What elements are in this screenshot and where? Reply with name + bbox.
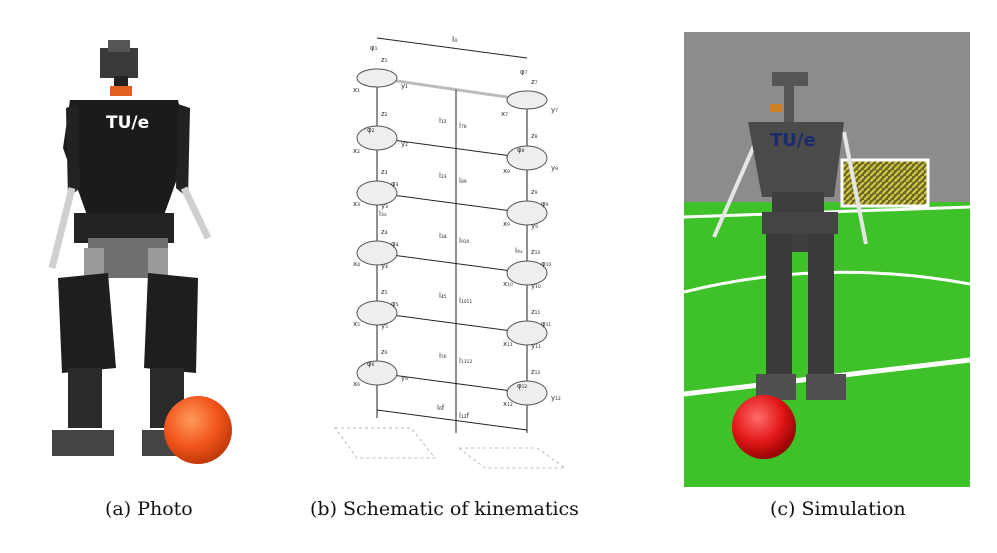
frame-label: y₈ <box>551 164 558 172</box>
frame-label: φ₁₂ <box>517 382 527 390</box>
joint-cylinder <box>356 240 398 266</box>
caption-b: (b) Schematic of kinematics <box>310 498 579 520</box>
frame-label: z₁₀ <box>531 248 540 256</box>
offset-label: l₃ₓ <box>379 210 387 218</box>
robot-photo: TU/e <box>48 40 232 464</box>
frame-label: z₈ <box>531 132 538 140</box>
frame-label: x₈ <box>503 167 510 175</box>
frame-label: φ₁₀ <box>541 260 551 268</box>
frame-label: x₁₁ <box>503 340 513 348</box>
joint-cylinder <box>356 68 398 88</box>
joint-cylinder <box>356 125 398 151</box>
frame-label: φ₈ <box>517 146 525 154</box>
frame-label: y₃ <box>381 202 388 210</box>
frame-label: φ₆ <box>367 360 375 368</box>
link-label: l₉₁₀ <box>459 237 470 245</box>
frame-label: φ₉ <box>541 200 549 208</box>
frame-label: z₃ <box>381 168 388 176</box>
link-label: l₅₆ <box>439 352 447 360</box>
link-label: l₂₃ <box>439 172 447 180</box>
joint-cylinder <box>506 380 548 406</box>
frame-label: y₆ <box>401 374 408 382</box>
joint-cylinder <box>506 260 548 286</box>
frame-label: y₁₂ <box>551 394 561 402</box>
simulation-render: TU/e <box>683 32 971 487</box>
link-label: l₄₅ <box>439 292 447 300</box>
frame-label: z₅ <box>381 288 388 296</box>
panel-schematic: l₀ x₁ y₁ z₁ φ₁ z₂ x₂ y₂ φ₂ z₃ x₃ y₃ φ₃ z… <box>315 28 597 480</box>
dimension-line <box>376 37 528 59</box>
frame-label: x₇ <box>501 110 508 118</box>
frame-label: z₁ <box>381 56 388 64</box>
caption-a: (a) Photo <box>105 498 193 520</box>
frame-label: y₉ <box>531 222 538 230</box>
joint-cylinder <box>506 145 548 171</box>
link-label: l₆f <box>437 404 445 412</box>
frame-label: z₉ <box>531 188 538 196</box>
frame-label: x₁₀ <box>503 280 513 288</box>
panel-photo: TU/e <box>38 38 253 465</box>
link-label: l₁₁₁₂ <box>459 357 472 365</box>
link-label: l₇₈ <box>459 122 467 130</box>
frame-label: y₁₁ <box>531 342 541 350</box>
frame-label: z₇ <box>531 78 538 86</box>
frame-label: y₇ <box>551 106 558 114</box>
joint-cylinder <box>506 90 548 110</box>
kinematics-schematic: l₀ x₁ y₁ z₁ φ₁ z₂ x₂ y₂ φ₂ z₃ x₃ y₃ φ₃ z… <box>334 35 567 469</box>
frame-label: y₄ <box>381 262 388 270</box>
joint-cylinder <box>356 180 398 206</box>
link-label: l₈₉ <box>459 177 467 185</box>
joint-cylinder <box>506 200 548 226</box>
panel-simulation: TU/e <box>683 32 971 487</box>
frame-label: y₁₀ <box>531 282 541 290</box>
frame-label: x₉ <box>503 220 510 228</box>
frame-label: x₆ <box>353 380 360 388</box>
frame-label: x₂ <box>353 147 360 155</box>
frame-label: φ₂ <box>367 126 375 134</box>
joint-cylinder <box>506 320 548 346</box>
frame-label: φ₅ <box>391 300 399 308</box>
tue-logo-photo: TU/e <box>106 113 149 133</box>
frame-label: y₂ <box>401 140 408 148</box>
frame-label: z₁₁ <box>531 308 540 316</box>
frame-label: φ₃ <box>391 180 399 188</box>
joint-cylinder <box>356 360 398 386</box>
frame-label: φ₁₁ <box>541 320 551 328</box>
frame-label: z₆ <box>381 348 388 356</box>
label-l0: l₀ <box>452 35 457 44</box>
frame-label: z₄ <box>381 228 388 236</box>
frame-label: x₁₂ <box>503 400 513 408</box>
link-label: l₁₂ <box>439 117 447 125</box>
frame-label: x₄ <box>353 260 360 268</box>
frame-label: φ₇ <box>520 68 528 76</box>
frame-label: x₁ <box>353 86 360 94</box>
caption-c: (c) Simulation <box>770 498 906 520</box>
link-label: l₁₂f <box>459 412 470 420</box>
joint-cylinder <box>356 300 398 326</box>
frame-label: z₁₂ <box>531 368 540 376</box>
frame-label: x₃ <box>353 200 360 208</box>
offset-label: l₉ₓ <box>515 247 523 255</box>
frame-label: φ₁ <box>370 44 378 52</box>
frame-label: z₂ <box>381 110 388 118</box>
frame-label: y₁ <box>401 82 408 90</box>
frame-label: φ₄ <box>391 240 399 248</box>
tue-logo-sim: TU/e <box>770 130 816 151</box>
link-label: l₃₄ <box>439 232 447 240</box>
link-label: l₁₀₁₁ <box>459 297 472 305</box>
frame-label: y₅ <box>381 322 388 330</box>
frame-label: x₅ <box>353 320 360 328</box>
